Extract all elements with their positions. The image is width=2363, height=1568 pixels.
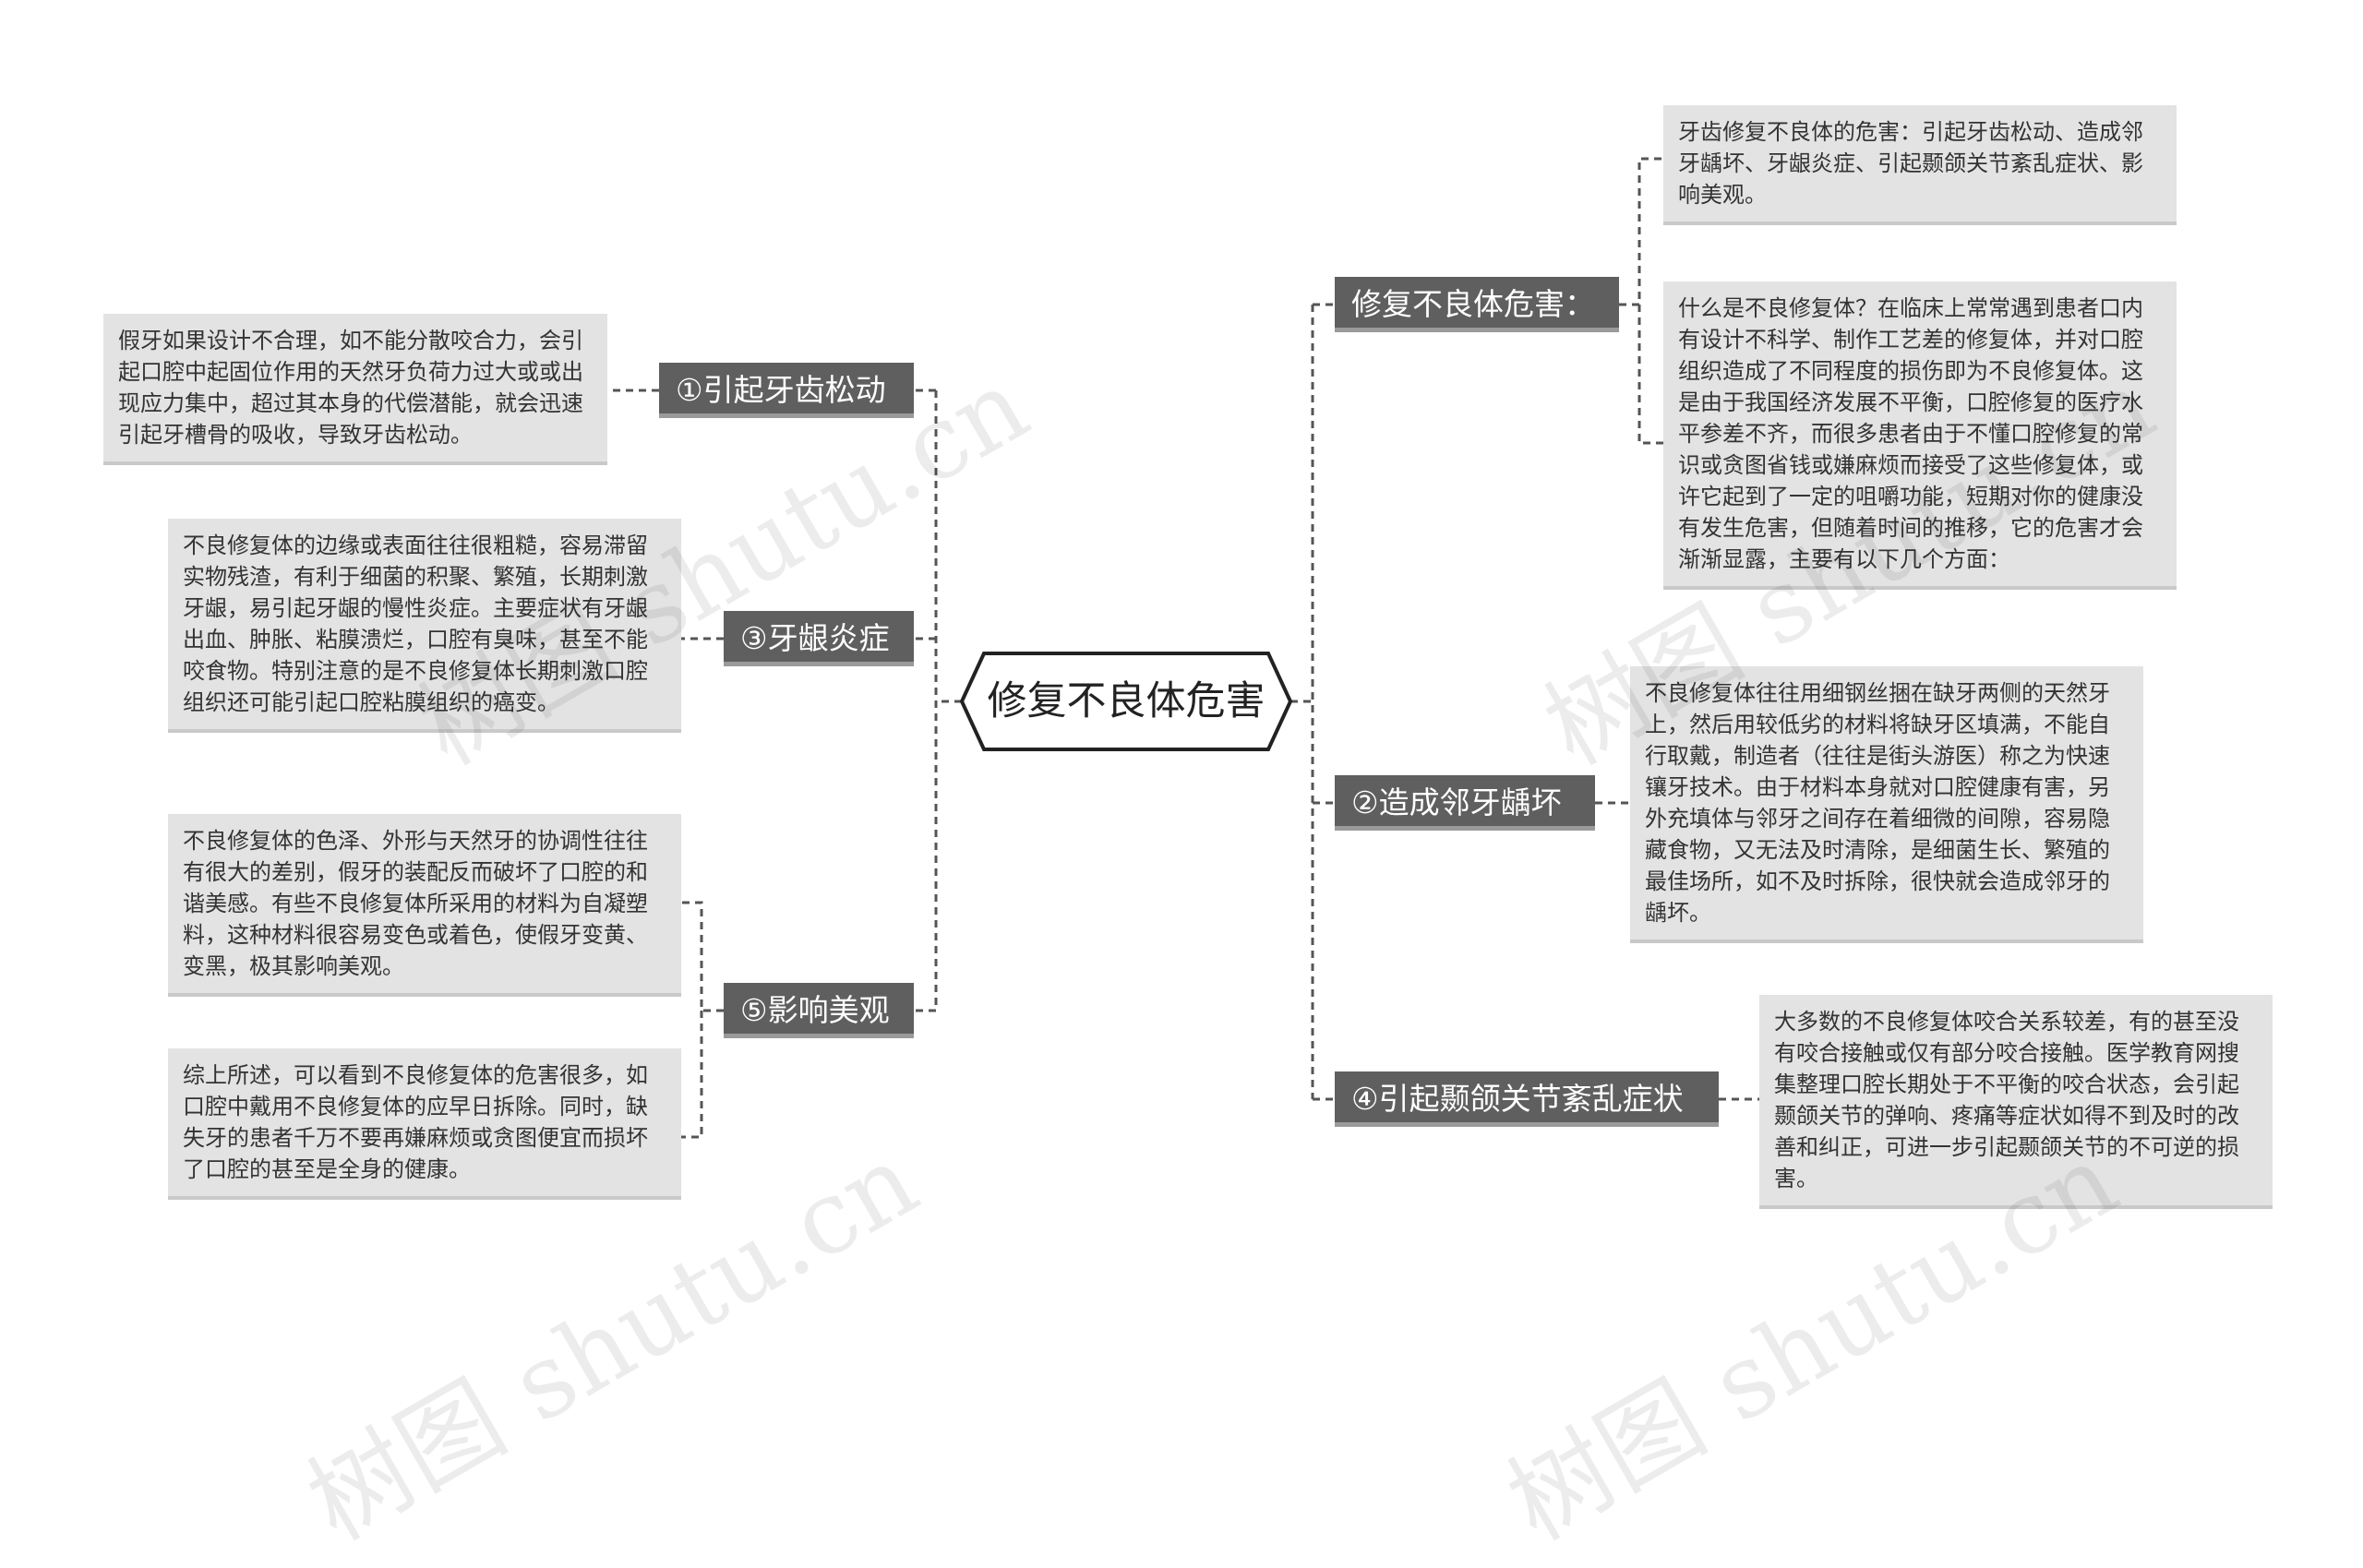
connector-hazards-notes: [1619, 157, 1663, 445]
branch-tmj[interactable]: ④引起颞颌关节紊乱症状: [1335, 1071, 1719, 1127]
note-caries: 不良修复体往往用细钢丝捆在缺牙两侧的天然牙上，然后用较低劣的材料将缺牙区填满，不…: [1630, 666, 2143, 943]
connector-lines: [607, 157, 1759, 1139]
note-tmj: 大多数的不良修复体咬合关系较差，有的甚至没有咬合接触或仅有部分咬合接触。医学教育…: [1759, 995, 2273, 1209]
note-beauty-conclusion: 综上所述，可以看到不良修复体的危害很多，如口腔中戴用不良修复体的应早日拆除。同时…: [168, 1048, 681, 1200]
connector-beauty-notes: [681, 901, 724, 1139]
branch-hazards[interactable]: 修复不良体危害：: [1335, 277, 1619, 332]
root-node-label: 修复不良体危害: [987, 678, 1265, 724]
note-beauty-appearance: 不良修复体的色泽、外形与天然牙的协调性往往有很大的差别，假牙的装配反而破坏了口腔…: [168, 814, 681, 997]
note-loose: 假牙如果设计不合理，如不能分散咬合力，会引起口腔中起固位作用的天然牙负荷力过大或…: [103, 314, 607, 465]
root-node-shape: [959, 652, 1293, 751]
note-hazards-summary: 牙齿修复不良体的危害：引起牙齿松动、造成邻牙龋坏、牙龈炎症、引起颞颌关节紊乱症状…: [1663, 105, 2177, 225]
mind-map-canvas: 修复不良体危害 修复不良体危害： 牙齿修复不良体的危害：引起牙齿松动、造成邻牙龋…: [103, 105, 2273, 1562]
branch-beauty[interactable]: ⑤影响美观: [724, 983, 914, 1038]
note-hazards-definition: 什么是不良修复体？在临床上常常遇到患者口内有设计不科学、制作工艺差的修复体，并对…: [1663, 281, 2177, 590]
branch-loose[interactable]: ①引起牙齿松动: [659, 363, 914, 418]
branch-gum[interactable]: ③牙龈炎症: [724, 611, 914, 666]
note-gum: 不良修复体的边缘或表面往往很粗糙，容易滞留实物残渣，有利于细菌的积聚、繁殖，长期…: [168, 519, 681, 733]
branch-caries[interactable]: ②造成邻牙龋坏: [1335, 775, 1595, 831]
